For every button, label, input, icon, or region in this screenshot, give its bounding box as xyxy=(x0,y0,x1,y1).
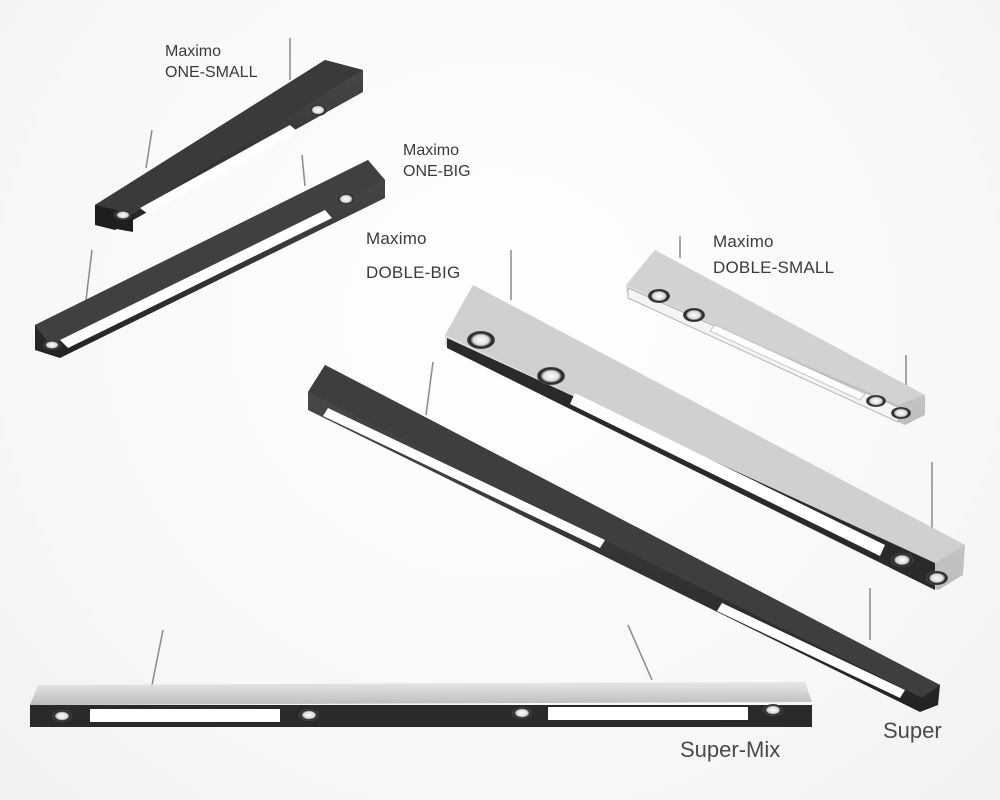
label-one-small-brand: Maximo xyxy=(165,43,222,60)
label-one-small-model: ONE-SMALL xyxy=(165,63,258,81)
label-one-big-brand: Maximo xyxy=(403,142,460,159)
label-one-small: Maximo ONE-SMALL xyxy=(165,42,257,84)
label-doble-big: Maximo DOBLE-BIG xyxy=(366,222,460,290)
label-one-big-model: ONE-BIG xyxy=(403,162,471,180)
label-doble-big-brand: Maximo xyxy=(366,229,427,248)
suspension-cables xyxy=(85,38,933,686)
label-doble-big-model: DOBLE-BIG xyxy=(366,263,461,282)
luminaire-super-mix xyxy=(30,682,812,727)
label-super: Super xyxy=(883,718,942,743)
label-super-mix: Super-Mix xyxy=(680,737,781,762)
label-doble-small: Maximo DOBLE-SMALL xyxy=(713,229,834,281)
label-doble-small-model: DOBLE-SMALL xyxy=(713,258,835,277)
label-one-big: Maximo ONE-BIG xyxy=(403,141,471,183)
luminaire-doble-big xyxy=(445,285,965,590)
luminaire-super xyxy=(308,365,940,712)
label-doble-small-brand: Maximo xyxy=(713,232,774,251)
luminaire-doble-small xyxy=(626,250,925,425)
luminaire-one-big xyxy=(35,160,385,358)
luminaire-one-small xyxy=(95,60,363,232)
